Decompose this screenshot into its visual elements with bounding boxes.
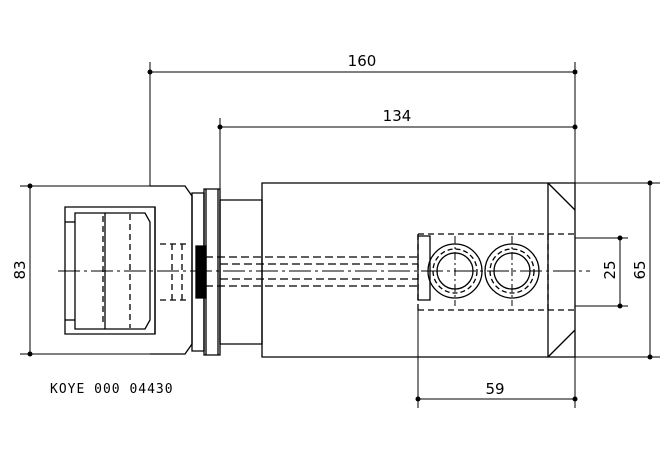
dim-overall-length: 160 bbox=[348, 52, 377, 70]
dim-body-length: 134 bbox=[383, 107, 412, 125]
dim-housing-height: 83 bbox=[11, 260, 29, 279]
shaft-hidden-lines bbox=[205, 257, 418, 286]
flange-collar bbox=[192, 189, 262, 355]
port-seat bbox=[418, 236, 430, 300]
dim-port-spacing: 25 bbox=[601, 260, 619, 279]
port-block-hidden bbox=[418, 234, 575, 310]
dimension-arrowheads bbox=[27, 69, 653, 402]
dim-body-height: 65 bbox=[631, 260, 649, 279]
end-cap-housing bbox=[65, 186, 192, 354]
dimension-lines bbox=[20, 62, 660, 408]
dim-port-block-length: 59 bbox=[485, 380, 504, 398]
part-code: KOYE 000 04430 bbox=[50, 382, 174, 397]
